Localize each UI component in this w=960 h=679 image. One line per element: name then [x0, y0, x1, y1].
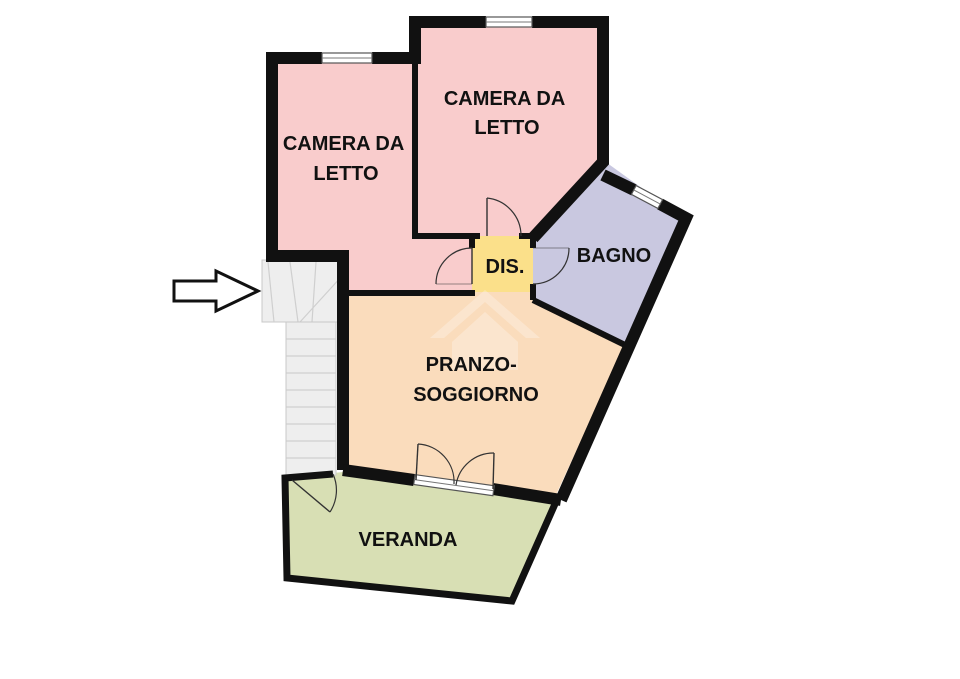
right-arrow-icon — [172, 268, 262, 314]
door-veranda — [291, 473, 338, 513]
house-logo-watermark — [430, 290, 540, 370]
door-bedroom-1 — [435, 247, 473, 285]
room-fill-bagno — [533, 160, 686, 345]
window-bedroom-1 — [321, 52, 373, 64]
room-fill-bedroom-1 — [272, 58, 472, 292]
label-bagno: BAGNO — [577, 245, 651, 267]
door-bagno — [532, 247, 570, 285]
room-fill-disimpegno — [472, 236, 533, 292]
label-veranda: VERANDA — [359, 529, 458, 551]
staircase — [261, 259, 343, 476]
door-bedroom-2 — [486, 197, 522, 237]
label-pranzo-soggiorno: PRANZO- SOGGIORNO — [413, 354, 539, 406]
window-bagno — [630, 184, 664, 210]
room-fill-veranda — [285, 472, 555, 600]
french-door-leaves — [415, 443, 495, 490]
label-disimpegno: DIS. — [486, 256, 525, 278]
walls — [266, 16, 694, 605]
room-fill-pranzo-soggiorno — [343, 292, 625, 497]
label-bedroom-1: CAMERA DA LETTO — [283, 133, 409, 185]
room-fill-bedroom-2 — [415, 22, 603, 236]
label-bedroom-2: CAMERA DA LETTO — [444, 88, 570, 139]
window-bedroom-2 — [485, 16, 533, 28]
french-window-living — [413, 473, 495, 497]
